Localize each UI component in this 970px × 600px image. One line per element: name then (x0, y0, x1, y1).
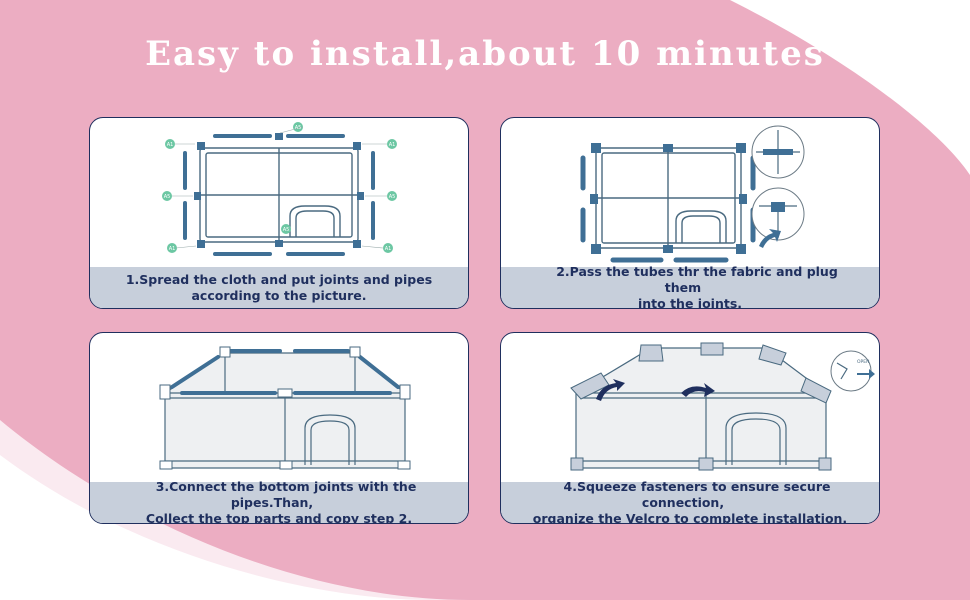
open-label: OPEN (857, 359, 869, 365)
step-2-illustration (580, 125, 805, 263)
label-a1-bottom-left: A1 (169, 246, 176, 252)
step-4-caption-line-1: 4.Squeeze fasteners to ensure secure con… (563, 478, 831, 510)
page-title: Easy to install,about 10 minutes (145, 34, 825, 74)
step-1-caption: 1.Spread the cloth and put joints and pi… (90, 267, 468, 308)
step-2-card: 2.Pass the tubes thr the fabric and plug… (500, 117, 880, 309)
step-3-caption-line-1: 3.Connect the bottom joints with the pip… (155, 478, 417, 510)
label-a5-right: A5 (389, 194, 396, 200)
label-a5-bottom: A5 (283, 227, 290, 233)
label-a5-left: A5 (164, 194, 171, 200)
step-1-caption-line-2: according to the picture. (191, 287, 367, 303)
step-2-caption-line-2: into the joints. (637, 295, 743, 309)
step-1-illustration: A1 A5 A1 A5 A5 A5 A1 A1 (162, 122, 397, 256)
step-4-caption: 4.Squeeze fasteners to ensure secure con… (501, 478, 879, 524)
step-2-caption: 2.Pass the tubes thr the fabric and plug… (501, 263, 879, 309)
step-3-card: 3.Connect the bottom joints with the pip… (89, 332, 469, 524)
step-3-caption-line-2: Collect the top parts and copy step 2. (145, 510, 413, 524)
label-a5-top: A5 (295, 125, 302, 131)
step-1-card: A1 A5 A1 A5 A5 A5 A1 A1 1.Spread the clo… (89, 117, 469, 309)
step-1-caption-line-1: 1.Spread the cloth and put joints and pi… (125, 271, 433, 287)
label-a1-bottom-right: A1 (385, 246, 392, 252)
label-a1-top-left: A1 (167, 142, 174, 148)
label-a1-top-right: A1 (389, 142, 396, 148)
step-3-caption: 3.Connect the bottom joints with the pip… (90, 478, 468, 524)
step-4-card: OPEN 4.Squeeze fasteners to ensure secur… (500, 332, 880, 524)
step-4-illustration: OPEN (570, 342, 875, 471)
step-4-caption-line-2: organize the Velcro to complete installa… (532, 510, 848, 524)
step-3-illustration (159, 346, 411, 470)
step-2-caption-line-1: 2.Pass the tubes thr the fabric and plug… (556, 263, 838, 295)
